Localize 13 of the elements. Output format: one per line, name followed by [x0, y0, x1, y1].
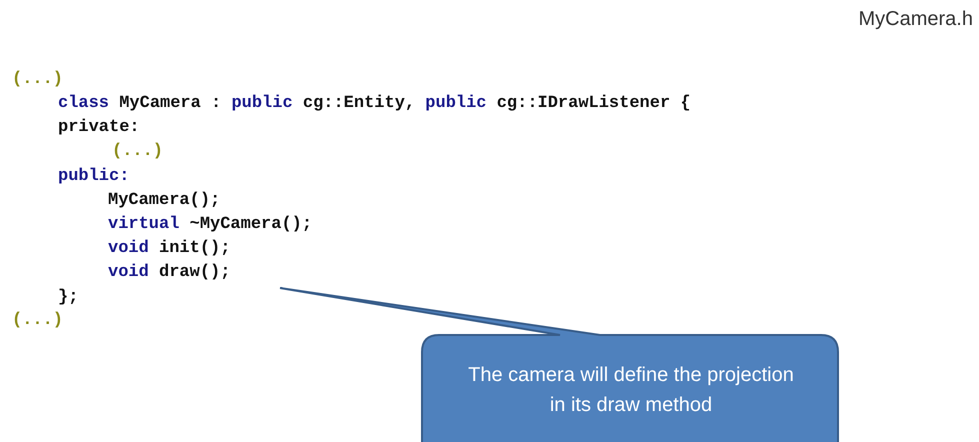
code-line: virtual ~MyCamera(); — [108, 214, 312, 236]
code-line: MyCamera(); — [108, 190, 220, 212]
code-line: void draw(); — [108, 262, 230, 284]
code-line: void init(); — [108, 238, 230, 260]
code-line: (...) — [112, 141, 164, 163]
code-line: }; — [58, 287, 78, 309]
code-line: (...) — [12, 69, 64, 91]
file-name-title: MyCamera.h — [858, 8, 973, 31]
code-line: private: — [58, 117, 140, 139]
callout-text: The camera will define the projection in its draw method — [467, 363, 795, 418]
code-line: public: — [58, 166, 130, 188]
code-line: class MyCamera : public cg::Entity, public cg::IDrawListener { — [58, 93, 691, 115]
code-line: (...) — [12, 310, 64, 332]
